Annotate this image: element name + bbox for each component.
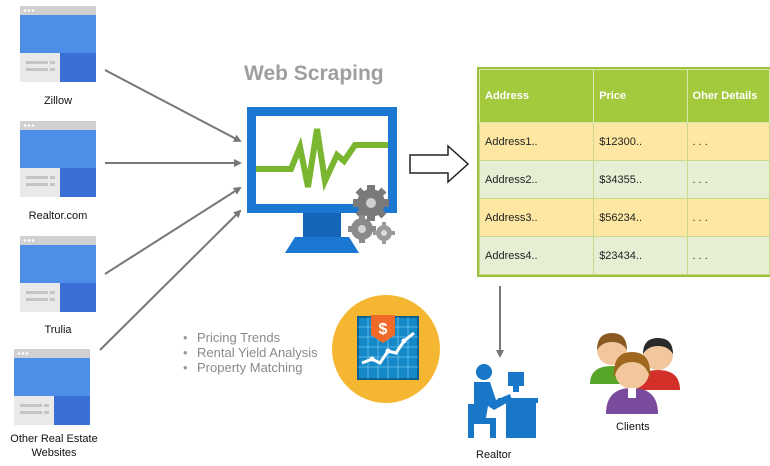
- gear-icon: [348, 185, 395, 244]
- clients-group-icon: [588, 328, 682, 416]
- other-websites-browser-icon: [14, 349, 90, 425]
- cell-details: . . .: [686, 198, 770, 237]
- realtor-label: Realtor: [476, 449, 512, 461]
- cell-price: $56234..: [593, 198, 688, 237]
- other-websites-label: Other Real Estate Websites: [10, 433, 98, 459]
- table-row: Address4.. $23434.. . . .: [478, 236, 770, 275]
- table-row: Address2.. $34355.. . . .: [478, 160, 770, 199]
- dollar-sign: $: [379, 321, 388, 338]
- realtor-com-browser-icon: [20, 121, 96, 197]
- table-row: Address1.. $12300.. . . .: [478, 122, 770, 161]
- table-row: Address3.. $56234.. . . .: [478, 198, 770, 237]
- scraped-data-table: Address Price Oher Details Address1.. $1…: [477, 67, 770, 277]
- trulia-browser-icon: [20, 236, 96, 312]
- cell-price: $12300..: [593, 122, 688, 161]
- cell-details: . . .: [686, 122, 770, 161]
- arrow-zillow: [104, 69, 242, 142]
- cell-price: $34355..: [593, 160, 688, 199]
- trulia-label: Trulia: [44, 324, 72, 336]
- diagram-title: Web Scraping: [244, 62, 384, 85]
- list-item: Pricing Trends: [181, 330, 318, 345]
- arrow-trulia: [104, 186, 242, 275]
- list-item: Rental Yield Analysis: [181, 345, 318, 360]
- realtor-icon: [462, 360, 538, 438]
- list-item: Property Matching: [181, 360, 318, 375]
- header-other-details: Oher Details: [686, 69, 770, 123]
- use-case-list: Pricing Trends Rental Yield Analysis Pro…: [181, 330, 318, 375]
- header-address: Address: [478, 69, 595, 123]
- cell-address: Address2..: [478, 160, 595, 199]
- analytics-chart-icon: $: [330, 293, 442, 405]
- cell-details: . . .: [686, 160, 770, 199]
- scraper-monitor-icon: [245, 107, 405, 257]
- zillow-browser-icon: [20, 6, 96, 82]
- zillow-label: Zillow: [43, 95, 73, 107]
- clients-label: Clients: [616, 421, 650, 433]
- cell-price: $23434..: [593, 236, 688, 275]
- cell-details: . . .: [686, 236, 770, 275]
- cell-address: Address4..: [478, 236, 595, 275]
- realtor-com-label: Realtor.com: [28, 210, 88, 222]
- cell-address: Address1..: [478, 122, 595, 161]
- header-price: Price: [593, 69, 688, 123]
- block-arrow-to-table: [409, 144, 470, 184]
- table-header-row: Address Price Oher Details: [478, 69, 770, 123]
- cell-address: Address3..: [478, 198, 595, 237]
